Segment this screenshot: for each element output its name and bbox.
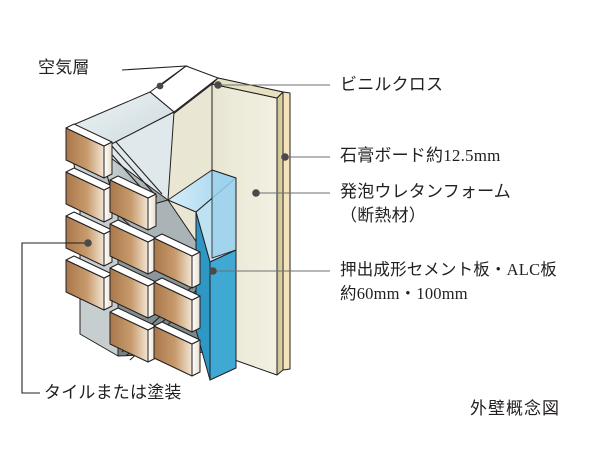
label-cement-board-line1: 押出成形セメント板・ALC板 [340, 260, 557, 279]
label-tile-or-paint: タイルまたは塗装 [44, 383, 182, 402]
tile-cladding [65, 123, 201, 377]
label-vinyl-cloth: ビニルクロス [340, 75, 444, 94]
diagram-caption: 外壁概念図 [470, 399, 560, 418]
label-gypsum-board: 石膏ボード約12.5mm [340, 146, 501, 165]
label-cement-board-line2: 約60mm・100mm [340, 284, 468, 303]
label-urethane-foam-line2: （断熱材） [340, 206, 426, 225]
leader-lines [21, 65, 330, 394]
callout-dots [84, 81, 289, 275]
wall-body [65, 65, 291, 381]
label-air-layer: 空気層 [38, 58, 90, 77]
label-urethane-foam-line1: 発泡ウレタンフォーム [340, 182, 511, 201]
